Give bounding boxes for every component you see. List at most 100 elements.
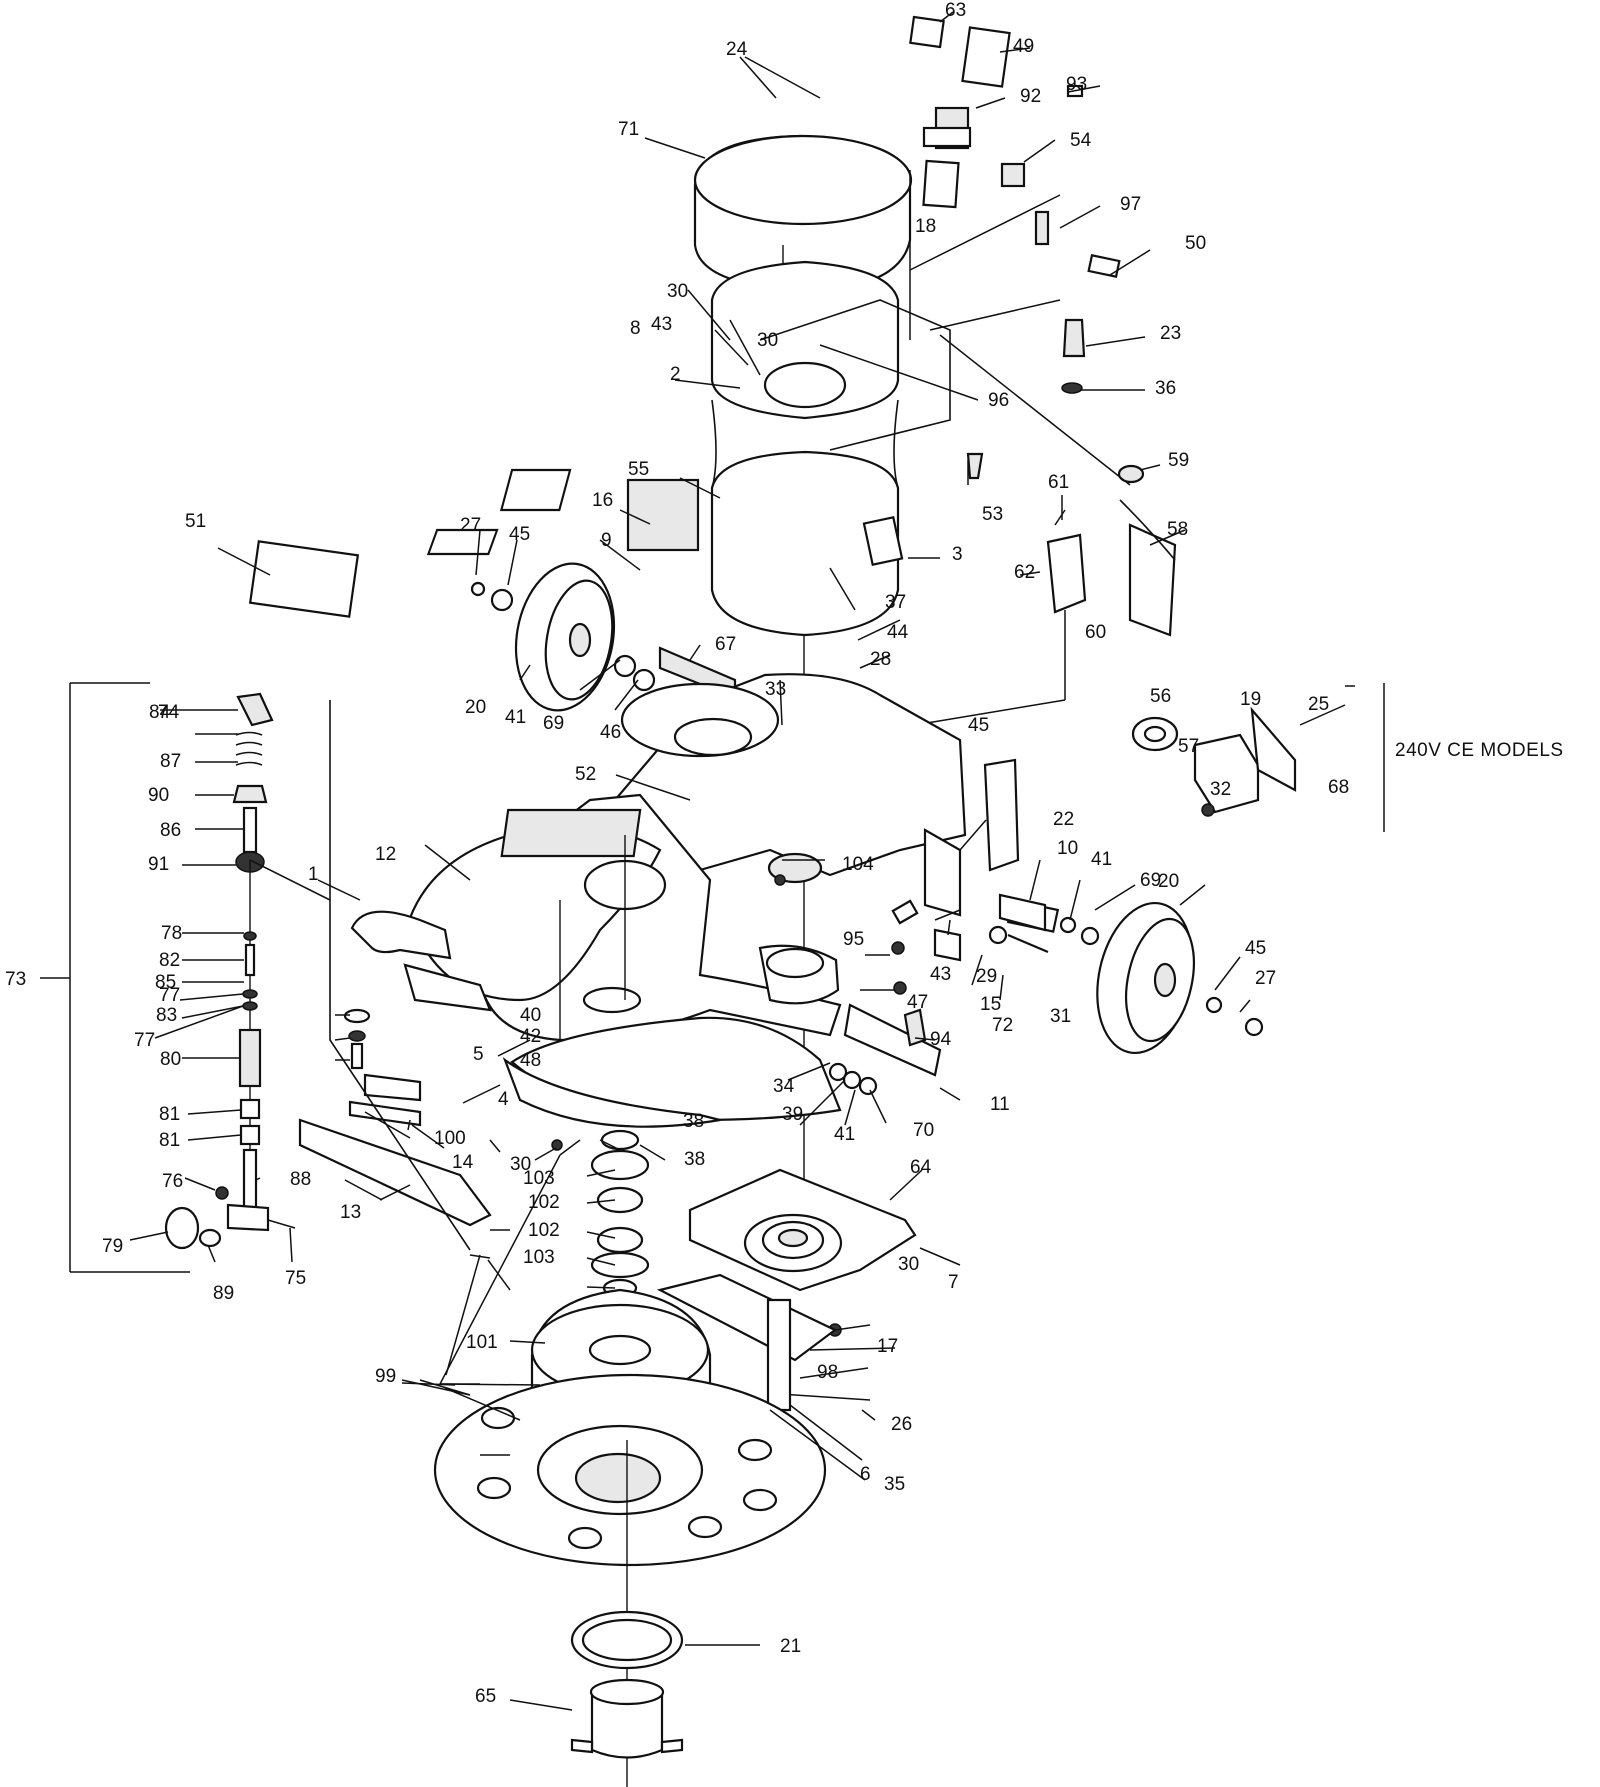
ce-components	[1131, 683, 1385, 832]
part-label-103: 103	[523, 1168, 555, 1189]
part-label-24: 24	[726, 39, 748, 60]
bearing-and-clutch	[570, 1610, 684, 1759]
part-label-57: 57	[1178, 736, 1199, 757]
part-label-99: 99	[375, 1366, 396, 1387]
motor-body	[710, 260, 951, 1250]
part-label-20: 20	[1158, 871, 1179, 892]
part-label-69: 69	[1140, 870, 1161, 891]
part-label-80: 80	[160, 1049, 181, 1070]
part-label-96: 96	[988, 390, 1009, 411]
part-label-41: 41	[834, 1124, 855, 1145]
leader-lines	[129, 11, 1251, 1711]
part-label-56: 56	[1150, 686, 1171, 707]
part-label-10: 10	[1057, 838, 1078, 859]
part-label-67: 67	[715, 634, 736, 655]
part-label-27: 27	[460, 515, 481, 536]
part-label-45: 45	[509, 524, 530, 545]
part-label-11: 11	[990, 1094, 1010, 1115]
part-label-26: 26	[891, 1414, 912, 1435]
drive-assembly	[433, 1129, 917, 1787]
part-label-62: 62	[1014, 562, 1035, 583]
part-label-3: 3	[952, 544, 963, 565]
part-label-8: 8	[630, 318, 641, 339]
part-label-1: 1	[308, 864, 319, 885]
part-label-6: 6	[860, 1464, 871, 1485]
part-label-74: 74	[158, 702, 180, 723]
part-label-97: 97	[1120, 194, 1141, 215]
part-label-25: 25	[1308, 694, 1329, 715]
part-label-78: 78	[161, 923, 182, 944]
part-label-15: 15	[980, 994, 1001, 1015]
part-label-35: 35	[884, 1474, 905, 1495]
part-label-36: 36	[1155, 378, 1176, 399]
part-label-30: 30	[667, 281, 688, 302]
part-label-21: 21	[780, 1636, 801, 1657]
part-label-70: 70	[913, 1120, 934, 1141]
part-label-55: 55	[628, 459, 649, 480]
part-label-87: 87	[160, 751, 181, 772]
part-label-83: 83	[156, 1005, 177, 1026]
part-label-31: 31	[1050, 1006, 1071, 1027]
part-label-48: 48	[520, 1050, 541, 1071]
machine-housing	[408, 673, 967, 1128]
part-label-29: 29	[976, 966, 997, 987]
part-label-58: 58	[1167, 519, 1188, 540]
part-label-47: 47	[907, 992, 928, 1013]
part-label-38: 38	[684, 1149, 705, 1170]
motor-cover	[693, 134, 913, 292]
part-label-2: 2	[670, 364, 681, 385]
part-label-45: 45	[1245, 938, 1266, 959]
part-label-88: 88	[290, 1169, 311, 1190]
part-label-77: 77	[159, 985, 180, 1006]
part-label-84: 84	[149, 702, 171, 723]
part-label-41: 41	[1091, 849, 1112, 870]
part-label-54: 54	[1070, 130, 1092, 151]
part-label-60: 60	[1085, 622, 1106, 643]
part-label-16: 16	[592, 490, 613, 511]
part-label-50: 50	[1185, 233, 1206, 254]
part-label-98: 98	[817, 1362, 838, 1383]
part-label-86: 86	[160, 820, 181, 841]
part-label-85: 85	[155, 972, 176, 993]
part-label-77: 77	[134, 1030, 155, 1051]
part-label-89: 89	[213, 1283, 234, 1304]
part-label-30: 30	[757, 330, 778, 351]
part-label-49: 49	[1013, 36, 1034, 57]
part-label-28: 28	[870, 649, 891, 670]
part-label-27: 27	[1255, 968, 1276, 989]
part-label-30: 30	[510, 1154, 531, 1175]
part-label-63: 63	[945, 0, 966, 21]
part-label-41: 41	[505, 707, 526, 728]
part-label-46: 46	[600, 722, 621, 743]
part-label-42: 42	[520, 1026, 541, 1047]
part-label-17: 17	[877, 1336, 898, 1357]
part-label-43: 43	[930, 964, 951, 985]
part-label-81: 81	[159, 1104, 180, 1125]
part-label-76: 76	[162, 1171, 183, 1192]
part-label-102: 102	[528, 1192, 560, 1213]
part-label-23: 23	[1160, 323, 1181, 344]
part-label-65: 65	[475, 1686, 496, 1707]
part-label-9: 9	[601, 530, 612, 551]
part-label-61: 61	[1048, 472, 1069, 493]
part-label-101: 101	[466, 1332, 498, 1353]
part-label-34: 34	[773, 1076, 795, 1097]
group-73-bracket	[40, 682, 190, 1273]
part-label-37: 37	[885, 592, 906, 613]
part-label-95: 95	[843, 929, 864, 950]
part-label-38: 38	[683, 1111, 704, 1132]
part-label-5: 5	[473, 1044, 484, 1065]
part-label-52: 52	[575, 764, 596, 785]
part-label-45: 45	[968, 715, 989, 736]
part-label-33: 33	[765, 679, 786, 700]
valve-assembly	[164, 692, 471, 1251]
part-label-12: 12	[375, 844, 396, 865]
part-label-32: 32	[1210, 779, 1231, 800]
part-label-20: 20	[465, 697, 486, 718]
part-label-79: 79	[102, 1236, 123, 1257]
ce-models-note: 240V CE MODELS	[1395, 740, 1564, 761]
part-label-100: 100	[434, 1128, 466, 1149]
part-label-75: 75	[285, 1268, 306, 1289]
